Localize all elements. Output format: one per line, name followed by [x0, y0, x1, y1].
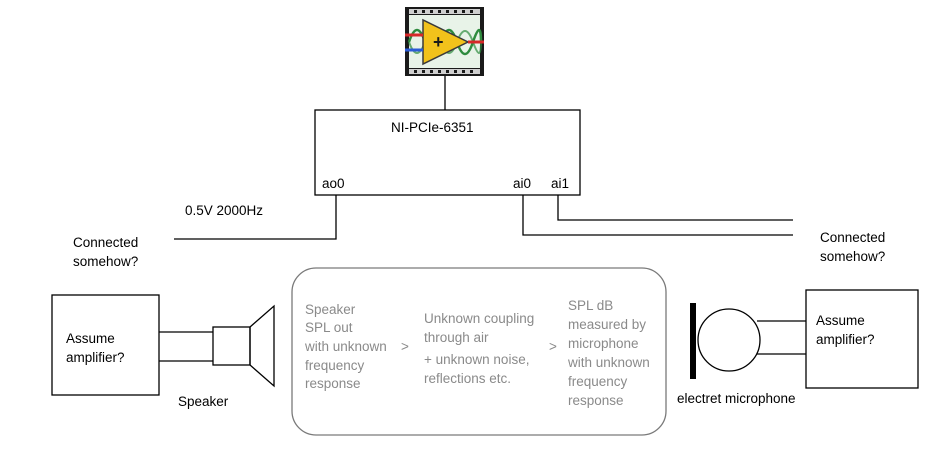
path-col1-line: with unknown — [304, 339, 387, 354]
path-col2-line: Unknown coupling — [424, 311, 534, 326]
left-amplifier-box — [51, 294, 160, 396]
path-col2-line: reflections etc. — [424, 371, 511, 386]
path-col3-line: SPL dB — [568, 298, 613, 313]
labview-logo-icon: + — [405, 7, 484, 76]
microphone-label: electret microphone — [677, 391, 796, 406]
left-amp-line1: Assume — [66, 331, 115, 346]
path-col3-line: frequency — [568, 374, 628, 389]
path-col1-line: frequency — [305, 358, 365, 373]
path-col2: Unknown coupling through air + unknown n… — [424, 311, 534, 386]
wire-ai0 — [522, 195, 793, 236]
right-connected-line1: Connected — [820, 230, 885, 245]
speaker-icon — [159, 304, 275, 388]
left-connected-line1: Connected — [73, 235, 138, 250]
left-connected-line2: somehow? — [73, 254, 138, 269]
speaker-label: Speaker — [178, 394, 229, 409]
microphone-icon — [690, 303, 806, 379]
right-amplifier-box — [805, 289, 919, 389]
path-col3: SPL dB measured by microphone with unkno… — [567, 298, 650, 408]
right-amp-line1: Assume — [816, 313, 865, 328]
path-col1-line: Speaker — [305, 302, 356, 317]
wire-ao0 — [174, 195, 337, 240]
path-col3-line: measured by — [568, 317, 646, 332]
path-col1-line: SPL out — [305, 320, 353, 335]
path-col3-line: microphone — [568, 336, 639, 351]
right-amp-line2: amplifier? — [816, 332, 875, 347]
path-col3-line: response — [568, 393, 624, 408]
path-arrow-1: > — [401, 339, 409, 354]
path-col1-line: response — [305, 376, 361, 391]
path-arrow-2: > — [549, 339, 557, 354]
left-amp-line2: amplifier? — [66, 350, 125, 365]
path-col1: Speaker SPL out with unknown frequency r… — [304, 302, 387, 391]
port-ao0: ao0 — [322, 176, 345, 191]
port-ai1: ai1 — [551, 176, 569, 191]
wire-ai1 — [557, 195, 793, 221]
port-ai0: ai0 — [513, 176, 531, 191]
right-connected-line2: somehow? — [820, 249, 885, 264]
path-col2-line: through air — [424, 330, 489, 345]
acoustic-path-box — [291, 267, 667, 436]
svg-text:+: + — [433, 32, 444, 52]
path-col2-line: + unknown noise, — [424, 352, 529, 367]
signal-label: 0.5V 2000Hz — [185, 203, 263, 218]
daq-box — [314, 109, 581, 196]
daq-label: NI-PCIe-6351 — [391, 120, 474, 135]
path-col3-line: with unknown — [567, 355, 650, 370]
